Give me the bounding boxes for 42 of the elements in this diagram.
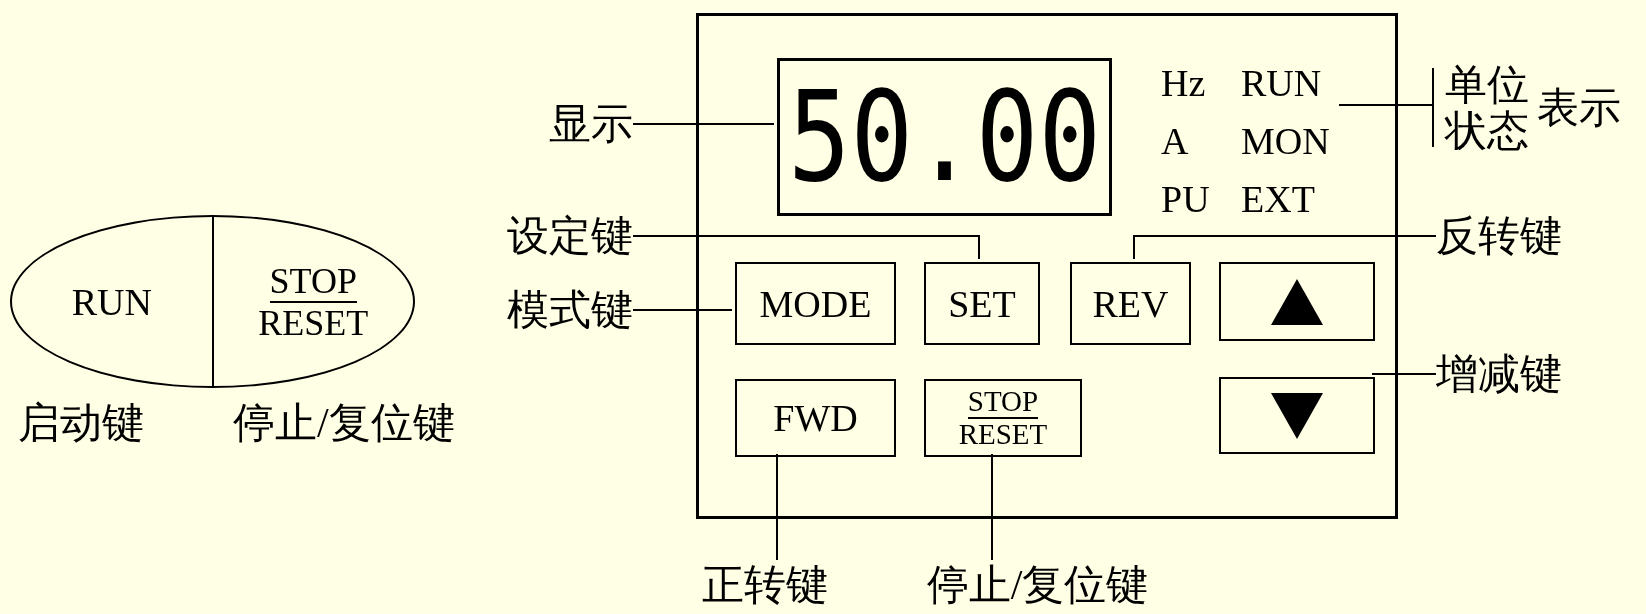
stop-reset-key <box>924 379 1082 457</box>
key-button: MODE <box>735 262 896 345</box>
callout-text: 设定键 <box>507 212 633 261</box>
leader-line <box>776 453 778 561</box>
leader-line <box>1133 235 1437 260</box>
down-key <box>1219 377 1375 454</box>
indicator-label: RUN <box>1241 61 1323 105</box>
callout-text: 反转键 <box>1436 212 1562 261</box>
display-readout: 50.00 <box>787 71 1102 203</box>
indicator-label: MON <box>1241 119 1331 163</box>
callout-text: 表示 <box>1537 83 1621 133</box>
operation-panel <box>696 13 1398 519</box>
indicator-label: EXT <box>1241 177 1316 221</box>
leader-line <box>632 123 775 125</box>
callout-text: 状态 <box>1445 107 1529 154</box>
key-caption: 停止/复位键 <box>233 399 455 448</box>
key-label: RESET <box>958 419 1048 450</box>
bracket-leader-line <box>1338 67 1434 148</box>
callout-text: 显示 <box>549 100 633 149</box>
callout-text: 正转键 <box>702 561 828 610</box>
callout-text: 停止/复位键 <box>926 561 1149 610</box>
indicator-label: A <box>1161 119 1190 163</box>
key-label: STOP <box>269 260 357 303</box>
key-button: REV <box>1070 262 1191 345</box>
key-button: SET <box>924 262 1040 345</box>
callout-text: 模式键 <box>507 286 633 335</box>
leader-line <box>991 453 993 561</box>
led-display <box>777 58 1112 216</box>
key-label: RESET <box>258 302 369 343</box>
leader-line <box>632 309 733 311</box>
key-label: STOP <box>967 386 1039 419</box>
run-stop-oval-key <box>10 215 415 388</box>
key-button: FWD <box>735 379 896 457</box>
callout-text: 增减键 <box>1436 350 1562 399</box>
leader-line <box>632 235 980 260</box>
key-label: RUN <box>71 279 152 324</box>
leader-line <box>1371 373 1437 375</box>
indicator-label: PU <box>1161 177 1211 221</box>
key-caption: 启动键 <box>18 399 144 448</box>
up-key <box>1219 262 1375 341</box>
indicator-label: Hz <box>1161 61 1207 105</box>
callout-text: 单位 <box>1445 61 1529 108</box>
